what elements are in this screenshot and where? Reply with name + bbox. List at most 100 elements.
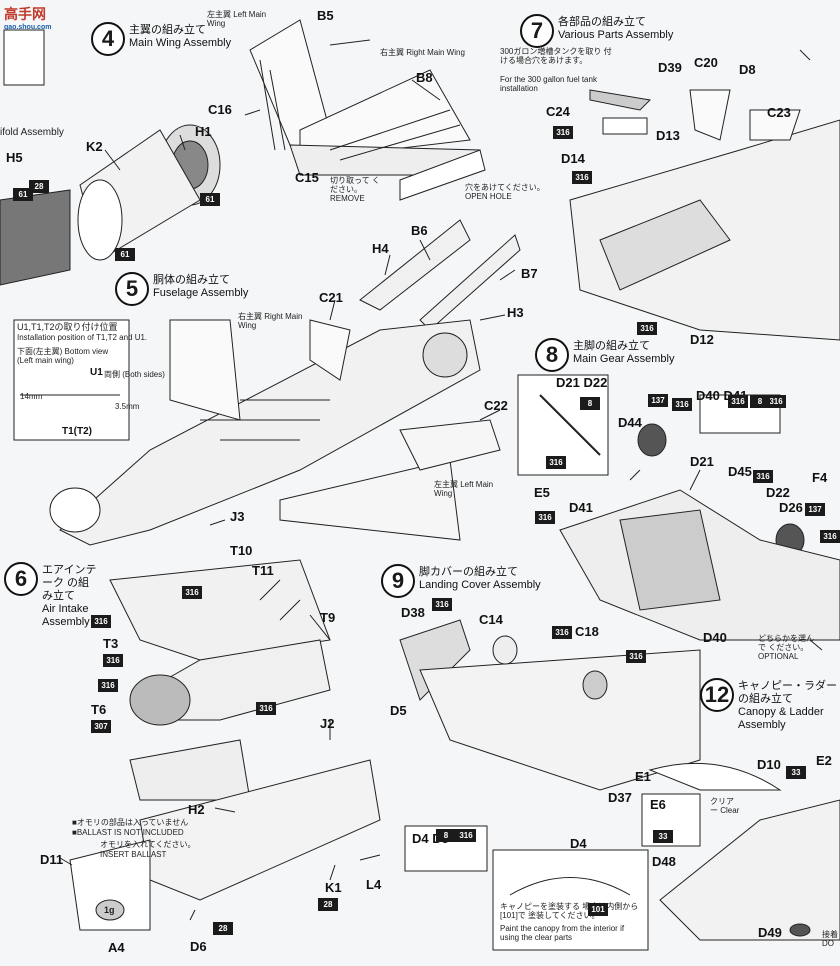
part-label: B8 [416, 70, 433, 85]
paint-code: 137 [805, 503, 825, 516]
paint-code: 316 [256, 702, 276, 715]
part-label: D21 D22 [556, 375, 608, 390]
step-number: 9 [381, 564, 415, 598]
insert-ballast-ja: オモリを入れてください。 [100, 840, 196, 849]
part-label: A4 [108, 940, 125, 955]
optional-note: どちらかを選んで ください。 OPTIONAL [758, 634, 814, 661]
clear-note: クリアー Clear [710, 797, 740, 815]
step-title-en: Fuselage Assembly [153, 287, 249, 299]
part-label: K1 [325, 880, 342, 895]
part-label: H4 [372, 241, 389, 256]
part-label: D11 [40, 852, 64, 867]
part-label: C14 [479, 612, 503, 627]
insert-ballast-en: INSERT BALLAST [100, 850, 167, 859]
paint-code: 316 [637, 322, 657, 335]
part-label: D5 [390, 703, 407, 718]
paint-code: 316 [432, 598, 452, 611]
part-label: C16 [208, 102, 232, 117]
paint-code: 316 [753, 470, 773, 483]
manifold-note: ifold Assembly [0, 127, 64, 138]
paint-code: 316 [456, 829, 476, 842]
paint-code: 61 [13, 188, 33, 201]
paint-code: 316 [553, 126, 573, 139]
paint-code: 137 [648, 394, 668, 407]
part-label: D40 [703, 630, 727, 645]
paint-code: 61 [200, 193, 220, 206]
paint-code: 316 [820, 530, 840, 543]
step-title-en: Air Intake Assembly [42, 603, 90, 628]
ballast-weight: 1g [104, 905, 115, 915]
step-title-ja: 主翼の組み立て [129, 24, 206, 36]
part-label: C20 [694, 55, 718, 70]
part-label: T9 [320, 610, 336, 625]
paint-code: 101 [588, 903, 608, 916]
right-main-wing-note: 右主翼 Right Main Wing [380, 48, 465, 57]
step-title-en: Various Parts Assembly [558, 29, 674, 41]
open-hole-note: 穴をあけてください。 OPEN HOLE [465, 183, 545, 201]
canopy-note-ja: キャノピーを塗装する 場合は内側から[101]で 塗装してください。 [500, 902, 639, 920]
part-label: C15 [295, 170, 319, 185]
part-label: D39 [658, 60, 682, 75]
part-label: D26 [779, 500, 803, 515]
part-label: T3 [103, 636, 119, 651]
bottom-view-note: 下面(左主翼) Bottom view (Left main wing) [17, 347, 109, 365]
paint-code: 316 [728, 395, 748, 408]
paint-code: 8 [436, 829, 456, 842]
part-label: T1(T2) [62, 426, 92, 437]
part-label: H5 [6, 150, 23, 165]
step-title-en: Canopy & Ladder Assembly [738, 706, 824, 731]
part-label: T10 [230, 543, 253, 558]
part-label: D4 [570, 836, 587, 851]
dim-14mm: 14mm [20, 392, 43, 401]
paint-code: 316 [91, 615, 111, 628]
part-label: D38 [401, 605, 425, 620]
paint-code: 61 [115, 248, 135, 261]
part-label: F4 [812, 470, 828, 485]
step-number: 7 [520, 14, 554, 48]
paint-code: 28 [213, 922, 233, 935]
paint-code: 33 [653, 830, 673, 843]
part-label: B7 [521, 266, 538, 281]
part-label: E5 [534, 485, 550, 500]
part-label: U1 [90, 367, 103, 378]
part-label: E2 [816, 753, 832, 768]
part-label: B6 [411, 223, 428, 238]
part-label: D12 [690, 332, 714, 347]
part-label: D14 [561, 151, 585, 166]
paint-code: 316 [572, 171, 592, 184]
paint-code: 316 [626, 650, 646, 663]
part-label: C23 [767, 105, 791, 120]
part-label: C18 [575, 624, 599, 639]
part-label: C21 [319, 290, 343, 305]
part-label: H3 [507, 305, 524, 320]
canopy-note-en: Paint the canopy from the interior if us… [500, 924, 625, 942]
fuel-tank-note-ja: 300ガロン増槽タンクを取り 付ける場合穴をあけます。 [500, 47, 612, 65]
watermark-brand: 高手网 [4, 6, 46, 22]
step-title-ja: 主脚の組み立て [573, 340, 650, 352]
watermark-site: gao.shou.com [4, 24, 52, 31]
part-label: J3 [230, 509, 245, 524]
fuel-tank-note-en: For the 300 gallon fuel tank installatio… [500, 75, 597, 93]
paint-code: 28 [318, 898, 338, 911]
step-title-en: Main Wing Assembly [129, 37, 232, 49]
step-number: 12 [700, 678, 734, 712]
paint-code: 316 [672, 398, 692, 411]
paint-code: 316 [552, 626, 572, 639]
step-title-ja: 胴体の組み立て [153, 274, 230, 286]
paint-code: 316 [546, 456, 566, 469]
part-label: D21 [690, 454, 714, 469]
ballast-note-ja: ■オモリの部品は入っていません [72, 818, 189, 827]
part-label: B5 [317, 8, 334, 23]
part-label: D45 [728, 464, 752, 479]
part-label: D37 [608, 790, 632, 805]
u1-subtitle: Installation position of T1,T2 and U1. [17, 333, 148, 342]
ballast-note-en: ■BALLAST IS NOT INCLUDED [72, 828, 184, 837]
part-label: D6 [190, 939, 207, 954]
